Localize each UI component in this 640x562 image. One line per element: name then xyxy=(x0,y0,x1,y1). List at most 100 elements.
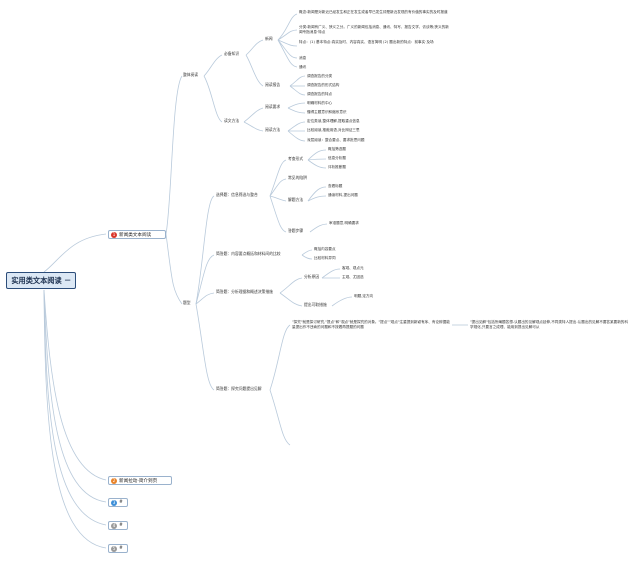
branch-4[interactable]: 4 # xyxy=(108,521,128,530)
node-tixing[interactable]: 题型 xyxy=(183,300,191,305)
node-xuanze[interactable]: 选择题：信息筛选与整合 xyxy=(216,192,258,197)
number-badge-4: 4 xyxy=(111,522,117,529)
link-jieti-1 xyxy=(307,186,327,202)
link-xinwen-4 xyxy=(277,39,298,59)
branch-1[interactable]: 1 新闻类文本阅读 xyxy=(108,230,166,239)
node-jd1a[interactable]: 概括内容要点 xyxy=(314,247,336,251)
node-tc1[interactable]: 明题,定方向 xyxy=(354,294,374,298)
link-xinwen-3 xyxy=(277,39,298,47)
link-root-b4 xyxy=(43,289,107,526)
link-baogao-1 xyxy=(289,75,306,87)
node-kaocha[interactable]: 考查形式 xyxy=(288,156,304,161)
node-yuedu-baogao[interactable]: 阅读报告 xyxy=(265,82,281,87)
node-ff3[interactable]: 深层阅读：整合要点、要求批思问题 xyxy=(307,138,365,142)
node-kc3[interactable]: 评析推断题 xyxy=(328,165,346,169)
node-changjian[interactable]: 常见的陷阱 xyxy=(288,175,307,180)
node-fenlei[interactable]: 分类:新闻有广义、狭义之分。广义的新闻包括消息、通讯、特写、报告文学、访谈等;狭… xyxy=(299,25,449,34)
link-b1-zhengti xyxy=(165,75,183,235)
node-fy2[interactable]: 主观、尤因选 xyxy=(342,275,364,279)
link-xuanze-jieti xyxy=(269,195,287,202)
node-jf1[interactable]: 查看标题 xyxy=(328,184,343,188)
node-jianda3[interactable]: 简答题：探究问题提出见解 xyxy=(216,386,262,391)
link-jianda1-a xyxy=(301,249,313,256)
link-jianda2-tc xyxy=(279,292,303,307)
link-yaoqiu-1 xyxy=(287,102,306,109)
node-xinwen[interactable]: 新闻 xyxy=(265,36,273,41)
link-fy-1 xyxy=(321,268,341,279)
node-yuedu-yaoqiu[interactable]: 阅读要求 xyxy=(265,104,281,109)
link-buzhou-1 xyxy=(309,223,328,233)
node-gainian[interactable]: 概念:新闻是对新近已经发生和正在发生或者早已发生却是新近发现的有价值的事实的及时… xyxy=(299,10,448,14)
node-yuedu-fangfa[interactable]: 阅读方法 xyxy=(265,127,281,132)
link-tixing-jianda3 xyxy=(195,303,215,391)
node-jianda2[interactable]: 简答题：分析理据和概述决策措施 xyxy=(216,289,273,294)
link-xinwen-2 xyxy=(277,29,298,41)
link-duwen-yaoqiu xyxy=(243,107,264,123)
link-tixing-jianda1 xyxy=(195,254,215,305)
node-jiejue[interactable]: "提出见解"包括所阐题答想-认题出的见解观点延伸,不同类特人提出-认题出的见解不… xyxy=(470,320,628,329)
node-duwen[interactable]: 读文方法 xyxy=(224,118,240,123)
node-kc2[interactable]: 信息分析题 xyxy=(328,156,346,160)
node-tongxun[interactable]: 通讯 xyxy=(299,65,307,69)
branch-1-label: 新闻类文本阅读 xyxy=(119,232,152,238)
link-xuanze-buzhou xyxy=(269,195,287,233)
link-yaoqiu-2 xyxy=(287,107,306,114)
node-ff2[interactable]: 比较阅读,推敲用语,对比辩证三思 xyxy=(307,128,360,132)
number-badge-3: 3 xyxy=(111,499,117,506)
branch-3[interactable]: 3 # xyxy=(108,498,128,507)
node-jieti-fangfa[interactable]: 解题方法 xyxy=(288,197,304,202)
node-jieti-buzhou[interactable]: 答题步骤 xyxy=(288,228,304,233)
link-duwen-fangfa xyxy=(243,121,264,132)
node-kc1[interactable]: 概括筛选题 xyxy=(328,147,346,151)
branch-5-label: # xyxy=(119,546,123,551)
link-tixing-jianda2 xyxy=(195,292,215,305)
root-label: 实用类文本阅读 xyxy=(11,275,62,285)
link-jianda3-tanjiu xyxy=(269,324,291,391)
number-badge-5: 5 xyxy=(111,545,117,552)
node-ff1[interactable]: 定位类读,整体理解,提取重点信息 xyxy=(307,119,360,123)
branch-2[interactable]: 2 新闻拉动·简介到页 xyxy=(108,476,172,485)
number-badge-2: 2 xyxy=(111,477,117,484)
branch-4-label: # xyxy=(119,523,123,528)
link-xinwen-1 xyxy=(277,13,298,41)
link-jianda1-b xyxy=(301,254,313,260)
link-root-b5 xyxy=(43,289,107,549)
link-tixing-xuanze xyxy=(195,195,215,305)
node-bibei[interactable]: 必备知识 xyxy=(224,51,240,56)
link-kaocha-2 xyxy=(307,158,327,161)
collapse-icon[interactable]: — xyxy=(64,277,71,284)
root-node[interactable]: 实用类文本阅读 — xyxy=(6,272,76,289)
link-root-b3 xyxy=(43,289,107,503)
link-root-b2 xyxy=(43,289,107,481)
node-jb1[interactable]: 审准题意,明确要求 xyxy=(329,221,359,225)
link-jianda3-low xyxy=(269,389,291,446)
node-yq1[interactable]: 明确材料的中心 xyxy=(307,101,333,105)
branch-2-label: 新闻拉动·简介到页 xyxy=(119,478,158,484)
link-jieti-2 xyxy=(307,195,327,202)
node-jf2[interactable]: 通读材料,提出问题 xyxy=(328,193,358,197)
node-jianda1[interactable]: 简答题：内容要点概括和材料间的比较 xyxy=(216,251,281,256)
link-xuanze-kaocha xyxy=(269,159,287,197)
node-zhengti[interactable]: 整体阅读 xyxy=(183,72,199,77)
node-bg1[interactable]: 调查报告的分类 xyxy=(307,74,333,78)
link-root-b1 xyxy=(43,233,107,273)
number-badge-1: 1 xyxy=(111,231,117,238)
branch-3-label: # xyxy=(119,500,123,505)
node-fy1[interactable]: 客观、观点元 xyxy=(342,266,364,270)
node-yq2[interactable]: 懂得主题意识和缩系意识 xyxy=(307,110,347,114)
branch-5[interactable]: 5 # xyxy=(108,544,128,553)
link-zhengti-duwen xyxy=(203,75,223,123)
node-bg2[interactable]: 调查报告的形式结构 xyxy=(307,83,340,87)
node-tanjiu[interactable]: "探究"就是探讨研究,"提点"和"观点"就是探究的对象。"提点""观点"注重提到… xyxy=(292,320,450,329)
node-jd1b[interactable]: 比较材料异同 xyxy=(314,256,336,260)
link-bibei-xinwen xyxy=(245,39,264,56)
node-xiaoxi[interactable]: 消息 xyxy=(299,56,307,60)
link-xinwen-5 xyxy=(277,39,298,68)
link-zhengti-bibei xyxy=(203,54,223,77)
node-tichu[interactable]: 提出可取措施 xyxy=(304,302,327,307)
node-tedian[interactable]: 特点：(1) 基本特点:真实及时、内容真实、语言简明 (2) 题出新的特点：前事… xyxy=(299,40,434,44)
node-bg3[interactable]: 调查报告的特点 xyxy=(307,92,333,96)
link-jianda2-fy xyxy=(279,277,303,294)
node-fenxi-yuanyin[interactable]: 分析原因 xyxy=(304,274,320,279)
